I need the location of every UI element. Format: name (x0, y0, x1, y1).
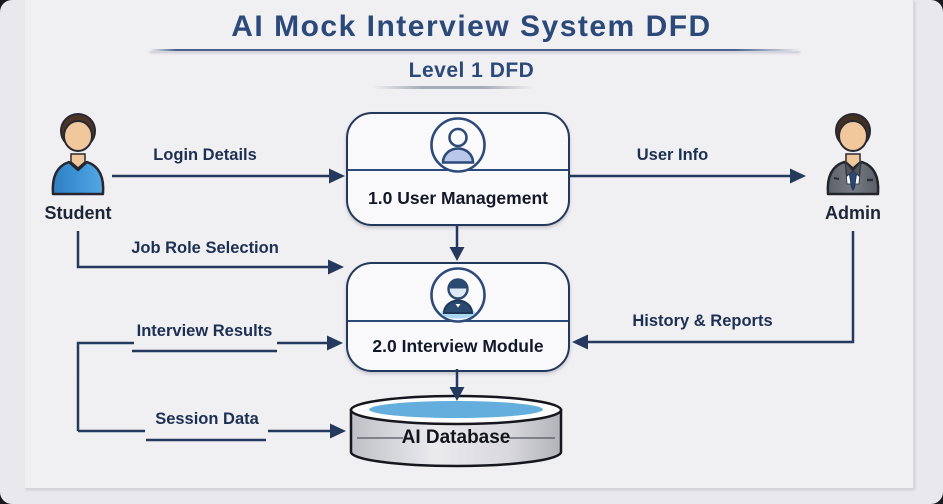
student-person-icon (51, 113, 105, 196)
admin-person-icon (826, 113, 880, 196)
student-face (63, 120, 93, 152)
process-user-management: 1.0 User Management (346, 112, 570, 226)
interviewer-icon (430, 267, 486, 323)
flow-label-user-info: User Info (636, 146, 709, 164)
flow-label-job-role-selection: Job Role Selection (131, 239, 279, 257)
flow-label-history-reports: History & Reports (632, 312, 773, 330)
datastore-label: AI Database (401, 427, 511, 448)
title-divider (150, 49, 800, 51)
database-cylinder-icon (349, 394, 563, 468)
process-label: 2.0 Interview Module (372, 336, 544, 356)
flow-label-session-data: Session Data (155, 410, 259, 428)
page-title: AI Mock Interview System DFD (231, 10, 712, 43)
process-interview-module: 2.0 Interview Module (346, 262, 570, 372)
admin-label: Admin (825, 203, 881, 223)
admin-face (838, 120, 868, 152)
subtitle-divider (373, 86, 533, 89)
admin-lapel-right (852, 160, 862, 177)
admin-lapel-left (844, 160, 854, 177)
user-icon (430, 117, 486, 173)
flow-label-interview-results: Interview Results (136, 322, 273, 340)
student-neck (70, 153, 86, 169)
flow-label-login-details: Login Details (153, 146, 257, 164)
db-body (349, 408, 563, 468)
admin-suit-seam-left (833, 177, 840, 180)
process-label: 1.0 User Management (368, 188, 548, 208)
admin-neck (845, 153, 861, 169)
student-shirt (51, 160, 105, 196)
db-water (369, 401, 543, 418)
page-subtitle: Level 1 DFD (408, 59, 535, 82)
student-label: Student (44, 203, 112, 223)
